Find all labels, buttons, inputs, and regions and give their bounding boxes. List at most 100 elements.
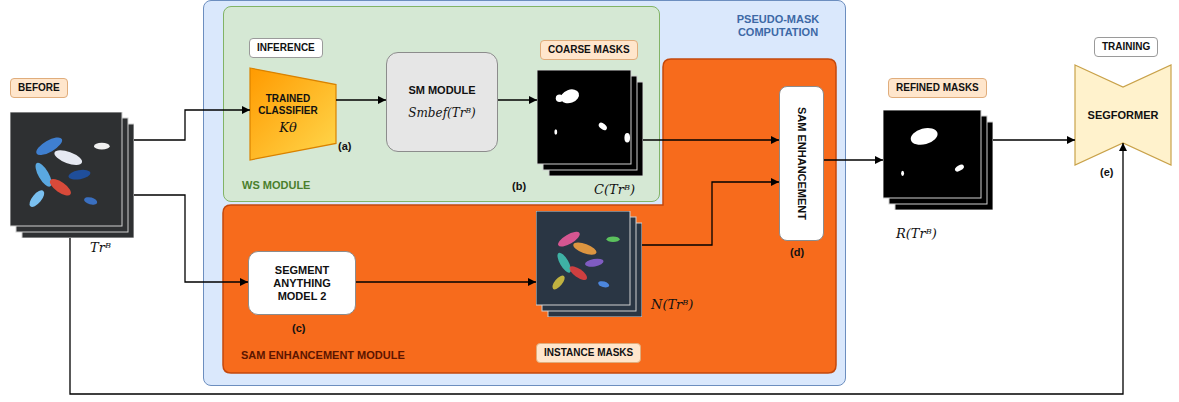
image-content — [554, 87, 630, 142]
callout-slot: (d) — [790, 246, 804, 259]
callout-label: (c) — [292, 322, 305, 335]
callout-label: (b) — [512, 180, 526, 193]
connector-arrow — [642, 182, 779, 245]
image-stack — [536, 211, 642, 317]
image-blob — [598, 280, 610, 288]
image-blob — [83, 196, 98, 206]
refined-mask-stack: REFINED MASKS R(Trᴮ) — [878, 76, 1003, 252]
formula-slot: R(Trᴮ) — [896, 226, 937, 241]
image-blob — [550, 274, 567, 292]
box-title: SEGMENT ANYTHING MODEL 2 — [255, 264, 349, 303]
image-stack — [883, 110, 993, 210]
image-layer — [883, 110, 981, 198]
image-stack — [537, 70, 643, 176]
image-blob — [27, 188, 47, 209]
tag-label: BEFORE — [18, 82, 60, 94]
connector-arrow — [134, 195, 248, 282]
sm-module-box: SM MODULE Smbef(Trᴮ) — [386, 52, 498, 152]
panel-outline — [223, 59, 836, 373]
trapezoid-text-slot: TRAINED CLASSIFIER Kθ — [250, 68, 326, 160]
input-image-stack: BEFORE Trᴮ — [8, 76, 138, 258]
tag-box: TRAINING — [1094, 37, 1158, 57]
segformer-shape: TRAINING SEGFORMER — [1070, 35, 1178, 170]
formula-label: N(Trᴮ) — [651, 297, 693, 312]
connector-arrow — [498, 99, 537, 100]
image-illustration — [536, 211, 642, 317]
image-illustration — [883, 110, 993, 210]
image-layer — [536, 211, 630, 305]
callout-slot: (c) — [292, 322, 305, 335]
callout-label: (d) — [790, 246, 804, 259]
image-blob — [567, 264, 589, 283]
coarse-mask-stack: COARSE MASKS C(Trᴮ) — [532, 38, 652, 200]
image-content — [27, 134, 110, 209]
tag-box: BEFORE — [10, 78, 68, 98]
image-blob — [901, 171, 904, 176]
formula-slot: Trᴮ — [90, 240, 111, 255]
formula-label: Trᴮ — [90, 240, 111, 255]
bowtie-text-slot: SEGFORMER — [1075, 65, 1171, 165]
image-content — [550, 229, 619, 291]
image-blob — [607, 236, 620, 242]
connector-arrow — [336, 99, 386, 100]
connector-arrow — [356, 281, 536, 282]
tag-box: COARSE MASKS — [540, 40, 638, 60]
formula-label: R(Trᴮ) — [896, 226, 937, 241]
image-blob — [94, 143, 110, 150]
formula-slot: N(Trᴮ) — [651, 297, 693, 312]
formula-label: C(Trᴮ) — [594, 182, 635, 197]
tag-label: REFINED MASKS — [896, 82, 979, 94]
image-blob — [554, 129, 557, 135]
bowtie-outline — [1075, 65, 1171, 165]
rotated-text-slot: SAM ENHANCEMENT — [795, 93, 808, 234]
image-blob — [909, 125, 940, 147]
panel-heading-slot: PSEUDO-MASK COMPUTATION — [719, 13, 837, 39]
callout-slot: (a) — [338, 140, 351, 153]
tag-label: TRAINING — [1102, 41, 1150, 53]
image-illustration — [10, 112, 134, 238]
instance-mask-stack: INSTANCE MASKS N(Trᴮ) — [531, 209, 706, 367]
connector-arrow — [993, 139, 1075, 140]
tag-label: INSTANCE MASKS — [544, 347, 633, 359]
image-blob — [47, 176, 73, 199]
image-stack — [10, 112, 134, 238]
panel-heading-slot: SAM ENHANCEMENT MODULE — [241, 349, 501, 362]
callout-slot: (b) — [512, 180, 526, 193]
image-blob — [572, 240, 598, 257]
sam2-box: SEGMENT ANYTHING MODEL 2 — [248, 251, 356, 315]
image-layer — [537, 70, 631, 164]
tag-box: INSTANCE MASKS — [536, 343, 641, 363]
connector-arrow — [824, 159, 883, 160]
callout-label: (a) — [338, 140, 351, 153]
panel-heading: PSEUDO-MASK COMPUTATION — [719, 13, 837, 39]
image-blob — [556, 94, 564, 102]
panel-heading: WS MODULE — [242, 179, 442, 192]
box-title: TRAINED CLASSIFIER — [250, 93, 326, 117]
image-layer — [10, 112, 122, 226]
image-blob — [68, 168, 92, 181]
tag-box: REFINED MASKS — [888, 78, 987, 98]
tag-box: INFERENCE — [249, 38, 323, 58]
formula-label: Kθ — [279, 120, 297, 135]
panel-heading: SAM ENHANCEMENT MODULE — [241, 349, 501, 362]
callout-label: (e) — [1100, 166, 1113, 179]
formula-slot: C(Trᴮ) — [594, 182, 635, 197]
trapezoid-outline — [250, 68, 336, 160]
box-title: SM MODULE — [408, 84, 475, 97]
classifier-trapezoid: INFERENCE TRAINED CLASSIFIER Kθ — [247, 36, 342, 162]
image-blob — [584, 257, 604, 268]
connector-arrow — [643, 139, 779, 140]
callout-slot: (e) — [1100, 166, 1113, 179]
panel-heading-slot: WS MODULE — [242, 179, 442, 192]
connector-arrow — [70, 143, 1123, 394]
connector-group — [70, 100, 1123, 394]
image-content — [901, 125, 965, 176]
image-blob — [597, 121, 608, 131]
formula-label: Smbef(Trᴮ) — [408, 106, 475, 121]
image-blob — [53, 147, 84, 168]
tag-label: INFERENCE — [257, 42, 315, 54]
box-title: SAM ENHANCEMENT — [795, 93, 808, 234]
image-blob — [954, 163, 965, 172]
image-blob — [624, 133, 630, 142]
